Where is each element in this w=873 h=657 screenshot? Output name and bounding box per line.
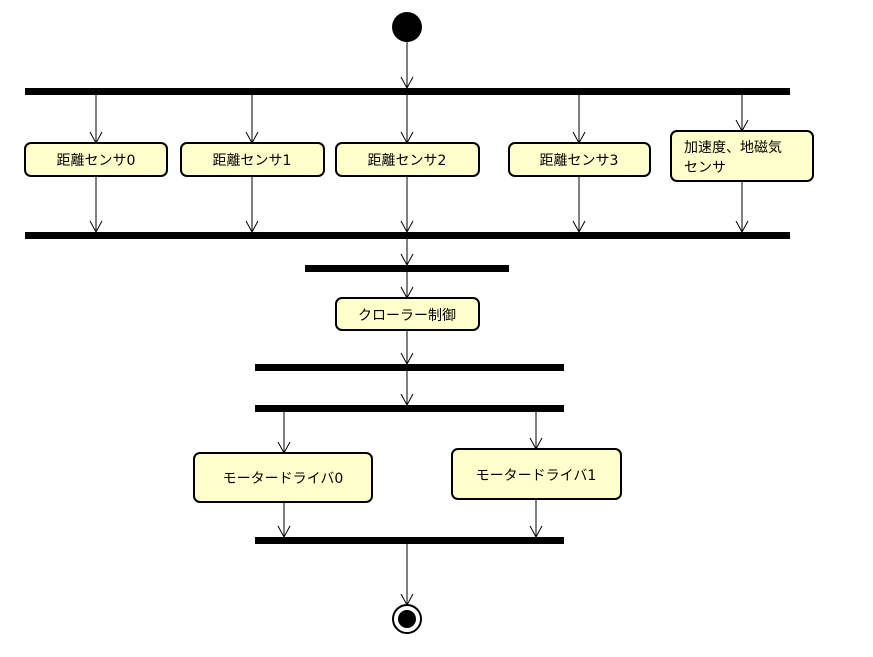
sync-bar-crawler-in xyxy=(305,265,509,272)
edge-sync-to-crawler xyxy=(400,272,414,300)
edge-sync-out-to-fork-motors xyxy=(400,371,414,407)
edge-initial-to-fork xyxy=(400,42,414,90)
edge-crawler-to-sync-out xyxy=(400,330,414,366)
action-distance-sensor-2: 距離センサ2 xyxy=(335,142,480,177)
initial-node xyxy=(392,12,422,42)
edge-fork-to-sensor1 xyxy=(245,95,259,145)
join-bar-sensors xyxy=(25,232,790,239)
join-bar-motors xyxy=(255,537,564,544)
edge-fork-to-sensor0 xyxy=(89,95,103,145)
action-label: モータードライバ0 xyxy=(223,471,344,487)
action-crawler-control: クローラー制御 xyxy=(335,297,480,331)
edge-sensor3-to-join xyxy=(572,176,586,234)
action-label-line-2: センサ xyxy=(684,160,726,176)
action-motor-driver-1: モータードライバ1 xyxy=(451,448,622,500)
sync-bar-crawler-out xyxy=(255,364,564,371)
edge-accel-to-join xyxy=(735,181,749,234)
edge-join-to-final xyxy=(400,544,414,607)
action-label: 距離センサ0 xyxy=(57,152,136,169)
edge-motor1-to-join xyxy=(529,499,543,539)
edge-sensor1-to-join xyxy=(245,176,259,234)
action-label: モータードライバ1 xyxy=(476,468,597,484)
edge-fork-to-motor1 xyxy=(529,412,543,451)
action-label-line-1: 加速度、地磁気 xyxy=(684,140,782,156)
edge-sensor2-to-join xyxy=(400,176,414,234)
edge-fork-to-motor0 xyxy=(277,412,291,455)
action-accel-magnetometer-sensor: 加速度、地磁気 センサ xyxy=(670,130,814,182)
fork-bar-sensors xyxy=(25,88,790,95)
action-distance-sensor-1: 距離センサ1 xyxy=(180,142,325,177)
action-motor-driver-0: モータードライバ0 xyxy=(193,452,373,503)
action-label: 距離センサ2 xyxy=(368,152,447,169)
action-distance-sensor-3: 距離センサ3 xyxy=(508,142,651,177)
action-label: 距離センサ3 xyxy=(540,152,619,169)
action-label: クローラー制御 xyxy=(358,308,456,324)
edge-join-to-sync xyxy=(400,239,414,267)
edge-motor0-to-join xyxy=(277,502,291,539)
edge-fork-to-sensor2 xyxy=(400,95,414,145)
action-label: 距離センサ1 xyxy=(213,152,292,169)
edge-fork-to-sensor3 xyxy=(572,95,586,145)
edge-sensor0-to-join xyxy=(89,176,103,234)
edge-fork-to-accel xyxy=(735,95,749,133)
fork-bar-motors xyxy=(255,405,564,412)
final-node xyxy=(392,604,422,634)
action-distance-sensor-0: 距離センサ0 xyxy=(24,142,168,177)
